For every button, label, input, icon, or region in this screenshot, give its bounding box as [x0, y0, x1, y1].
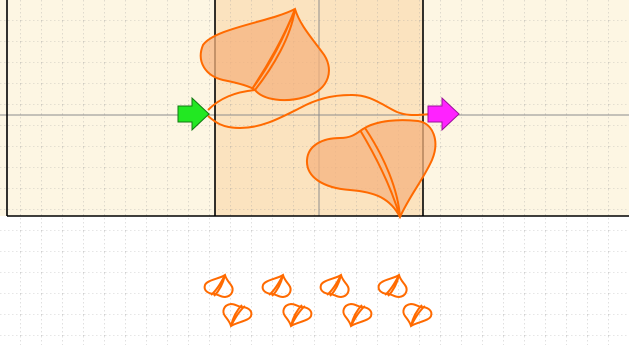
left-handle-arrow[interactable] — [177, 96, 210, 132]
lower-leaf-shape[interactable] — [305, 119, 437, 220]
pattern-tile-bottom-3 — [402, 302, 433, 328]
upper-leaf-shape[interactable] — [199, 7, 330, 102]
pattern-tile-bottom-0 — [222, 302, 253, 328]
pattern-tile-top-0 — [203, 273, 234, 299]
right-arrow-icon — [427, 96, 460, 132]
pattern-tile-bottom-2 — [342, 302, 373, 328]
pattern-preview — [203, 273, 433, 328]
pattern-tile-top-1 — [261, 273, 292, 299]
tile-boundary-curve[interactable] — [207, 89, 431, 130]
right-arrow-icon — [177, 96, 210, 132]
pattern-tile-top-3 — [377, 273, 408, 299]
pattern-tile-top-2 — [319, 273, 350, 299]
right-handle-arrow[interactable] — [427, 96, 460, 132]
pattern-tile-bottom-1 — [282, 302, 313, 328]
